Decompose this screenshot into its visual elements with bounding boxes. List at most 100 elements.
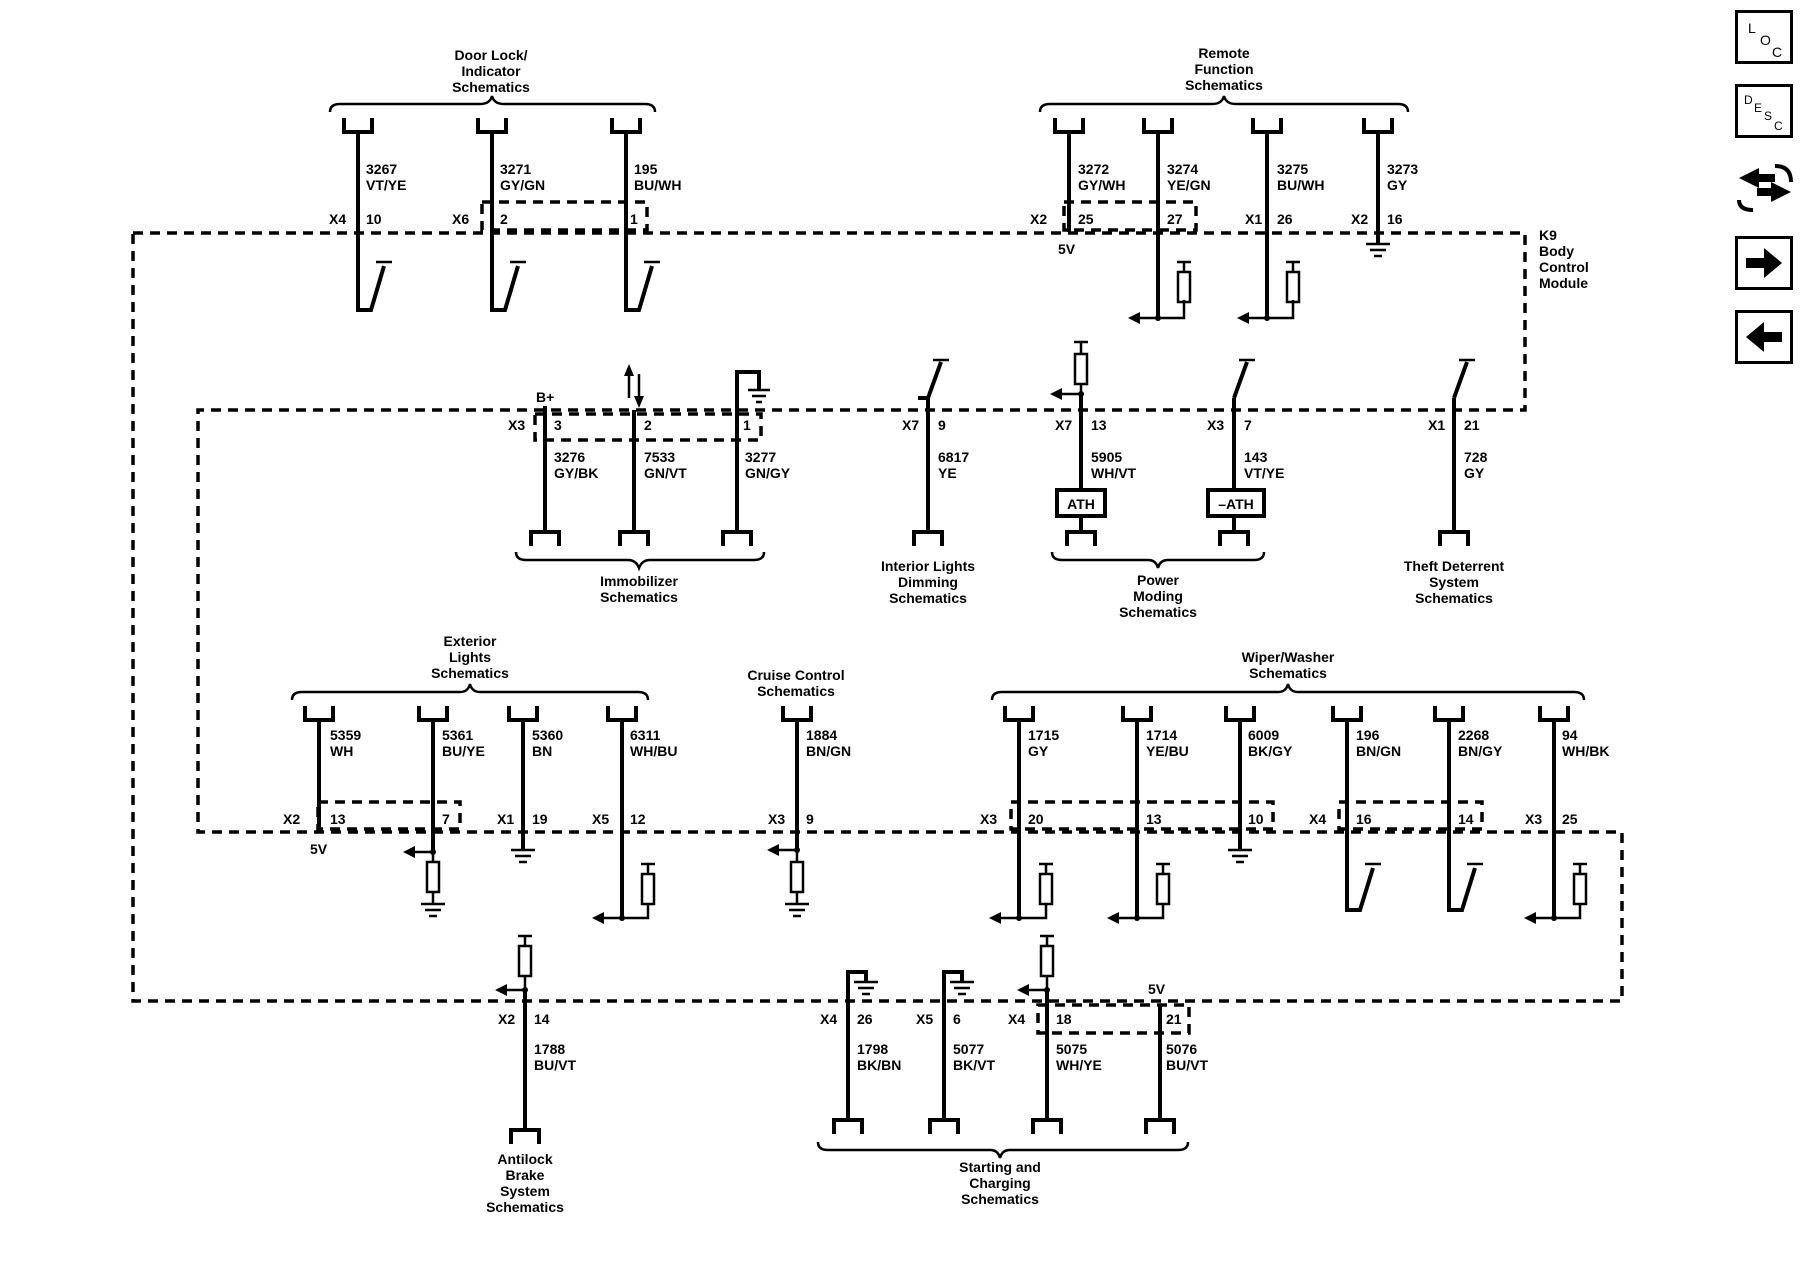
svg-text:Control: Control bbox=[1539, 259, 1589, 275]
svg-text:GY/WH: GY/WH bbox=[1078, 177, 1125, 193]
svg-text:System: System bbox=[500, 1183, 550, 1199]
connector-caps-lower bbox=[303, 706, 1570, 722]
svg-text:BU/WH: BU/WH bbox=[1277, 177, 1324, 193]
svg-text:BU/WH: BU/WH bbox=[634, 177, 681, 193]
svg-text:Schematics: Schematics bbox=[452, 79, 530, 95]
svg-text:X4: X4 bbox=[820, 1011, 837, 1027]
brace-immobilizer bbox=[514, 551, 766, 572]
svg-text:X4: X4 bbox=[329, 211, 346, 227]
svg-text:6817: 6817 bbox=[938, 449, 969, 465]
svg-text:GY: GY bbox=[1028, 743, 1049, 759]
svg-text:X4: X4 bbox=[1008, 1011, 1025, 1027]
circuit-5360: 5360 BN X1 19 bbox=[497, 727, 563, 827]
group-title-remote: Remote bbox=[1198, 45, 1250, 61]
svg-text:21: 21 bbox=[1166, 1011, 1182, 1027]
svg-text:ATH: ATH bbox=[1067, 496, 1095, 512]
svg-text:GY/BK: GY/BK bbox=[554, 465, 598, 481]
svg-text:X1: X1 bbox=[1245, 211, 1262, 227]
circuit-1714: 1714 YE/BU 13 bbox=[1146, 727, 1189, 827]
svg-text:7533: 7533 bbox=[644, 449, 675, 465]
svg-text:5V: 5V bbox=[1148, 981, 1166, 997]
svg-text:5905: 5905 bbox=[1091, 449, 1122, 465]
svg-text:YE/BU: YE/BU bbox=[1146, 743, 1189, 759]
circuit-5359: 5359 WH X2 13 5V bbox=[283, 727, 361, 857]
svg-text:196: 196 bbox=[1356, 727, 1380, 743]
brace-exterior bbox=[290, 683, 650, 701]
svg-text:Schematics: Schematics bbox=[889, 590, 967, 606]
svg-text:16: 16 bbox=[1387, 211, 1403, 227]
svg-text:14: 14 bbox=[534, 1011, 550, 1027]
group-title-wiper: Wiper/Washer bbox=[1242, 649, 1335, 665]
svg-text:E: E bbox=[1754, 101, 1762, 115]
connector-caps-middle bbox=[529, 530, 1470, 546]
arrow-right-icon bbox=[1746, 248, 1782, 278]
brace-power bbox=[1050, 551, 1266, 569]
svg-text:25: 25 bbox=[1078, 211, 1094, 227]
svg-text:12: 12 bbox=[630, 811, 646, 827]
brace-starting bbox=[816, 1141, 1190, 1159]
svg-text:BN/GN: BN/GN bbox=[1356, 743, 1401, 759]
svg-text:BN: BN bbox=[532, 743, 552, 759]
svg-text:1788: 1788 bbox=[534, 1041, 565, 1057]
svg-text:6: 6 bbox=[953, 1011, 961, 1027]
connector-caps-top bbox=[342, 118, 1394, 134]
svg-text:X2: X2 bbox=[1351, 211, 1368, 227]
svg-text:Indicator: Indicator bbox=[461, 63, 521, 79]
svg-text:7: 7 bbox=[442, 811, 450, 827]
next-button[interactable] bbox=[1735, 236, 1793, 290]
svg-text:X6: X6 bbox=[452, 211, 469, 227]
svg-text:YE/GN: YE/GN bbox=[1167, 177, 1211, 193]
circuit-6009: 6009 BK/GY 10 bbox=[1248, 727, 1293, 827]
svg-text:195: 195 bbox=[634, 161, 658, 177]
circuit-1884: 1884 BN/GN X3 9 bbox=[768, 727, 851, 827]
svg-text:BN/GY: BN/GY bbox=[1458, 743, 1503, 759]
svg-text:728: 728 bbox=[1464, 449, 1488, 465]
loc-button[interactable]: L O C bbox=[1735, 10, 1793, 64]
svg-text:5360: 5360 bbox=[532, 727, 563, 743]
previous-button[interactable] bbox=[1735, 310, 1793, 364]
circuit-7533: 2 7533 GN/VT bbox=[644, 417, 687, 481]
circuit-3273: 3273 GY X2 16 bbox=[1351, 161, 1418, 227]
circuit-3267: 3267 VT/YE X4 10 bbox=[329, 161, 406, 227]
svg-text:GN/GY: GN/GY bbox=[745, 465, 791, 481]
wires-bottom bbox=[495, 934, 1162, 1128]
svg-text:Moding: Moding bbox=[1133, 588, 1183, 604]
svg-text:3: 3 bbox=[554, 417, 562, 433]
connector-tool-button[interactable] bbox=[1735, 154, 1793, 212]
group-title-starting: Starting and bbox=[959, 1159, 1041, 1175]
svg-text:X3: X3 bbox=[1207, 417, 1224, 433]
svg-text:Schematics: Schematics bbox=[431, 665, 509, 681]
svg-text:10: 10 bbox=[1248, 811, 1264, 827]
svg-text:13: 13 bbox=[330, 811, 346, 827]
svg-text:X3: X3 bbox=[980, 811, 997, 827]
svg-text:GY: GY bbox=[1464, 465, 1485, 481]
circuit-3276: B+ X3 3 3276 GY/BK bbox=[508, 389, 598, 481]
wires-lower bbox=[317, 720, 1588, 924]
svg-text:X1: X1 bbox=[1428, 417, 1445, 433]
loc-icon: L O C bbox=[1748, 20, 1782, 60]
svg-text:1714: 1714 bbox=[1146, 727, 1177, 743]
circuit-5905: X7 13 5905 WH/VT bbox=[1055, 417, 1137, 481]
svg-text:14: 14 bbox=[1458, 811, 1474, 827]
module-outline bbox=[131, 200, 1624, 1035]
svg-text:21: 21 bbox=[1464, 417, 1480, 433]
svg-text:6009: 6009 bbox=[1248, 727, 1279, 743]
svg-text:X1: X1 bbox=[497, 811, 514, 827]
svg-text:Schematics: Schematics bbox=[1185, 77, 1263, 93]
arrow-left-icon bbox=[1746, 322, 1782, 352]
svg-text:3276: 3276 bbox=[554, 449, 585, 465]
wires-top bbox=[356, 132, 1390, 324]
svg-text:Lights: Lights bbox=[449, 649, 491, 665]
svg-text:26: 26 bbox=[1277, 211, 1293, 227]
svg-text:3273: 3273 bbox=[1387, 161, 1418, 177]
svg-text:GY/GN: GY/GN bbox=[500, 177, 545, 193]
svg-text:X2: X2 bbox=[498, 1011, 515, 1027]
circuit-5077: X5 6 5077 BK/VT bbox=[916, 1011, 995, 1073]
svg-text:1: 1 bbox=[743, 417, 751, 433]
svg-text:K9: K9 bbox=[1539, 227, 1557, 243]
circuit-5361: 5361 BU/YE 7 bbox=[442, 727, 485, 827]
svg-text:5075: 5075 bbox=[1056, 1041, 1087, 1057]
desc-button[interactable]: D E S C bbox=[1735, 84, 1793, 138]
svg-text:BK/VT: BK/VT bbox=[953, 1057, 995, 1073]
svg-text:13: 13 bbox=[1146, 811, 1162, 827]
